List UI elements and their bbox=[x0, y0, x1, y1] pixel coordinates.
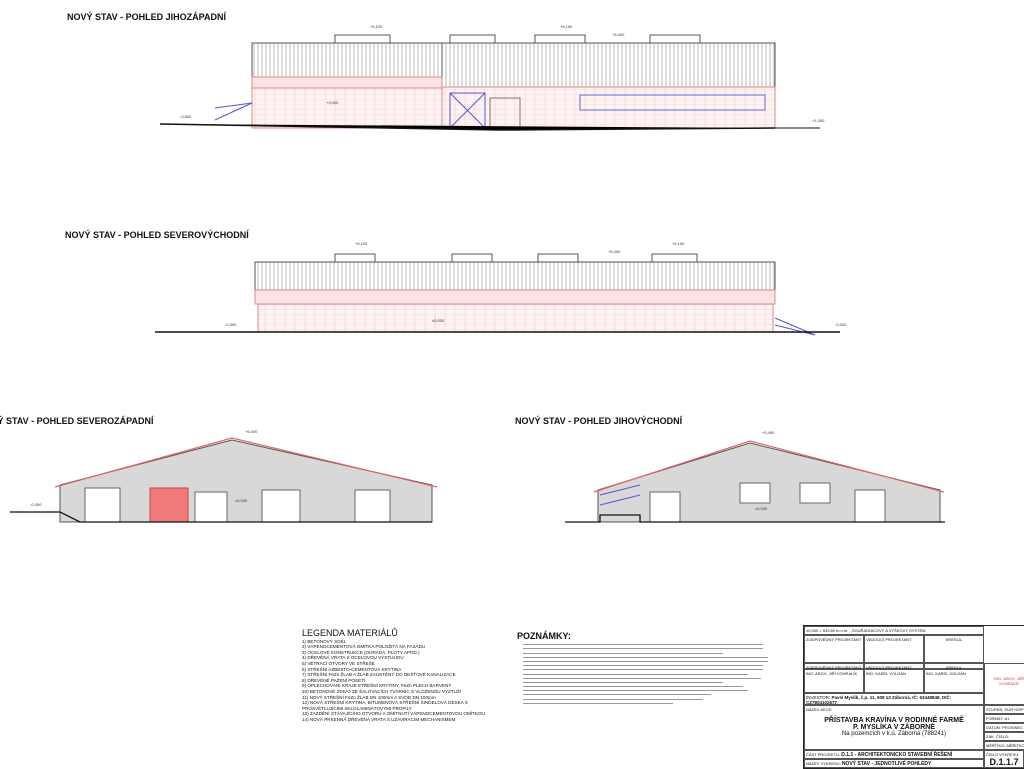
project-title-1: PŘÍSTAVBA KRAVÍNA V RODINNÉ FARMĚ bbox=[824, 717, 964, 724]
title-block: ±0,000 = 539,80 m n.m. - SOUŘADNICOVÝ A … bbox=[803, 625, 1024, 769]
note-line bbox=[523, 690, 748, 692]
level-mark: ±0,000 bbox=[235, 498, 248, 503]
note-line bbox=[523, 648, 763, 650]
scale: MĚŘÍTKO: MĚŘÍTKO bbox=[984, 741, 1024, 750]
legend-item: 11) NOVÝ STŘEŠNÍ FeZn ŽLAB DN 100mm A SV… bbox=[302, 694, 436, 700]
elevation-northwest bbox=[10, 437, 438, 523]
view-title-southwest: NOVÝ STAV - POHLED JIHOZÁPADNÍ bbox=[67, 12, 227, 22]
level-mark: +5,400 bbox=[608, 249, 621, 254]
resp-name: ING. ARCH. JIŘÍ VOHRALÍK bbox=[804, 669, 864, 693]
level-mark: +5,400 bbox=[762, 430, 775, 435]
legend-item: 1) BETONOVÝ SOKL bbox=[302, 638, 347, 644]
note-line bbox=[523, 702, 673, 704]
note-line bbox=[523, 669, 763, 671]
note-line bbox=[523, 686, 743, 688]
note-line bbox=[523, 660, 768, 662]
level-mark: ±0,000 bbox=[432, 318, 445, 323]
note-line bbox=[523, 677, 761, 679]
resp-label: ZODPOVĚDNÝ PROJEKTANT bbox=[804, 635, 864, 663]
level-mark: -0,300 bbox=[835, 322, 847, 327]
note-line bbox=[523, 698, 703, 700]
legend-item: 2) VÁPENOCEMENTOVÁ OMÍTKA POLOŽITÁ NA FA… bbox=[302, 644, 426, 650]
note-line bbox=[523, 673, 748, 675]
legend-item: 7) STŘEŠNÍ FeZn ŽLAB A ŽLAB ZAÚSTĚNÝ DO … bbox=[302, 672, 456, 678]
legend-item: 12) NOVÁ STŘEŠNÍ KRYTINA, BITUMENOVÁ STŘ… bbox=[302, 700, 468, 711]
note-line bbox=[523, 694, 711, 696]
drawing-number-label: ČÍSLO VÝKRESU: bbox=[986, 752, 1020, 757]
view-title-northeast: NOVÝ STAV - POHLED SEVEROVÝCHODNÍ bbox=[65, 230, 249, 240]
view-title-southeast: NOVÝ STAV - POHLED JIHOVÝCHODNÍ bbox=[515, 416, 683, 426]
sheet-label: NÁZEV VÝKRESU: bbox=[806, 761, 841, 766]
stage: STUPEŇ: DUR+DSP bbox=[984, 705, 1024, 714]
note-line bbox=[523, 681, 723, 683]
drew-label-2: KRESLIL bbox=[924, 663, 984, 670]
resp-label-2: ZODPOVĚDNÝ PROJEKTANT bbox=[804, 663, 864, 670]
lead-label: VEDOUCÍ PROJEKTANT bbox=[864, 635, 924, 663]
level-mark: -0,800 bbox=[180, 114, 192, 119]
level-mark: -0,300 bbox=[225, 322, 237, 327]
lead-name: ING. KAREL VOLDÁN bbox=[864, 669, 924, 693]
elevation-southeast bbox=[565, 440, 945, 523]
architect-stamp: ING. ARCH. JIŘÍ VOHRALÍK bbox=[984, 663, 1024, 705]
legend-item: 5) VĚTRACÍ OTVORY VE STŘEŠE bbox=[302, 660, 375, 666]
note-line bbox=[523, 665, 763, 667]
level-mark: +6,100 bbox=[370, 24, 383, 29]
sheet-title: NOVÝ STAV - JEDNOTLIVÉ POHLEDY bbox=[841, 761, 932, 767]
legend-item: 8) DŘEVĚNÉ PAŽENÍ POSETÍ bbox=[302, 677, 366, 683]
project-title-2: P. MYSLÍKA V ZÁBORNÉ bbox=[852, 724, 936, 731]
note-line bbox=[523, 644, 763, 646]
level-mark: +5,400 bbox=[612, 32, 625, 37]
note-line bbox=[523, 652, 723, 654]
lead-label-2: VEDOUCÍ PROJEKTANT bbox=[864, 663, 924, 670]
project-part: D.1.1 - ARCHITEKTONICKO STAVEBNÍ ŘEŠENÍ bbox=[841, 752, 953, 758]
legend-item: 4) DŘEVĚNÁ VRATA S OCELOVOU VÝSTUHOU bbox=[302, 655, 404, 661]
investor-label: INVESTOR: bbox=[806, 695, 831, 700]
level-mark: +6,100 bbox=[560, 24, 573, 29]
project-location: Na pozemcích v k.ú. Záborná (788241) bbox=[841, 731, 947, 737]
investor: Pavel Myslík, č.p. 11, 508 13 Záborná, I… bbox=[806, 695, 952, 705]
elevation-southwest bbox=[159, 34, 820, 131]
level-mark: +5,400 bbox=[245, 429, 258, 434]
legend-item: 9) OPLECHOVÁNÍ KRAJE STŘEŠNÍ KRYTINY, Fe… bbox=[302, 683, 452, 689]
legend-title: LEGENDA MATERIÁLŮ bbox=[302, 628, 398, 638]
level-mark: ±0,000 bbox=[755, 506, 768, 511]
legend-item: 13) ZAZDĚNÍ STÁVAJÍCÍHO OTVORU A OMÍTNUT… bbox=[302, 711, 485, 717]
legend-item: 3) OCELOVÉ KONSTRUKCE (OHRADA, PLOTY APO… bbox=[302, 649, 420, 655]
elevation-drawings: +6,100 +6,100 +5,400 +3,000 -0,800 +1,00… bbox=[10, 24, 945, 523]
format: FORMÁT: A1 bbox=[984, 714, 1024, 723]
level-mark: +6,100 bbox=[355, 241, 368, 246]
view-title-northwest: NOVÝ STAV - POHLED SEVEROZÁPADNÍ bbox=[0, 416, 154, 426]
date: DATUM: PROSINEC 2 bbox=[984, 723, 1024, 732]
level-mark: +3,000 bbox=[326, 100, 339, 105]
drawing-number: D.1.1.7 bbox=[989, 757, 1019, 767]
drew-label: KRESLIL bbox=[924, 635, 984, 663]
legend-item: 10) BETONOVÉ ZDIVO ZE ŠALOVACÍCH TVÁRNIC… bbox=[302, 688, 462, 694]
drew-name: ING. KAREL VOLDÁN bbox=[924, 669, 984, 693]
coordinate-system: ±0,000 = 539,80 m n.m. - SOUŘADNICOVÝ A … bbox=[804, 626, 984, 635]
level-mark: -0,300 bbox=[30, 502, 42, 507]
note-line bbox=[523, 656, 768, 658]
level-mark: +1,000 bbox=[812, 118, 825, 123]
project-label: NÁZEV AKCE: bbox=[806, 707, 833, 712]
legend-item: 14) NOVÁ PRKENNÁ DŘEVĚNÁ VRATA S UZAVÍRA… bbox=[302, 716, 456, 722]
notes: POZNÁMKY: bbox=[517, 631, 777, 704]
legend-item: 6) STŘEŠNÍ AZBESTO-CEMENTOVÁ KRYTINA bbox=[302, 666, 402, 672]
part-label: ČÁST PROJEKTU: bbox=[806, 752, 841, 757]
elevation-northeast bbox=[155, 253, 840, 336]
level-mark: +6,100 bbox=[672, 241, 685, 246]
contract-number: ZAK. ČÍSLO: bbox=[984, 732, 1024, 741]
notes-title: POZNÁMKY: bbox=[517, 631, 571, 641]
